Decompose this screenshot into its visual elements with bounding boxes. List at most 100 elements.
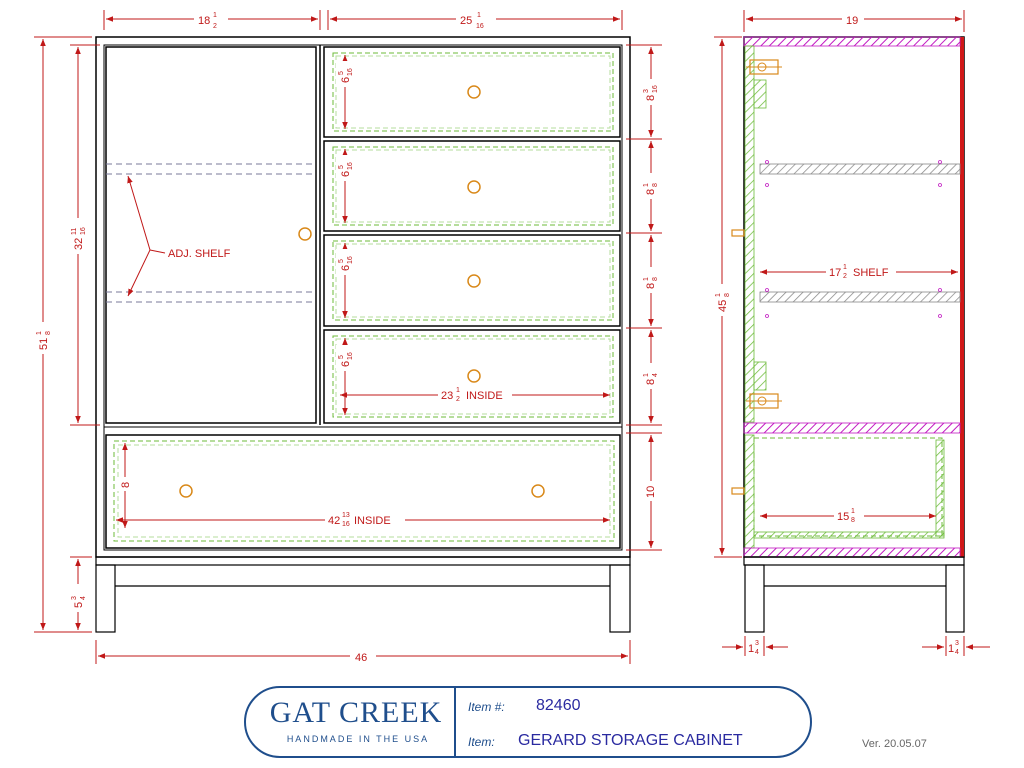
dim-bottom-inside: 8 [120,482,132,488]
dim-side-drawer-den: 8 [851,517,855,524]
dim-large-inside: 42 [328,515,340,527]
dim-small-inside-label: INSIDE [466,390,503,402]
dim-door-height-num: 11 [71,228,78,235]
dim-overall-height-den: 8 [45,331,52,335]
dim-right-width: 25 [460,15,472,27]
dim-small-inside-num: 1 [456,387,460,394]
hinge-block-top [753,79,767,109]
drawer-1 [323,46,621,138]
dim-leg-right-num: 3 [955,640,959,647]
brand-logo: GAT CREEK [269,696,443,729]
hinge-block-bottom [753,361,767,391]
door-knob [298,227,312,241]
front-view: ADJ. SHELF [34,8,662,664]
dim-leg-left-num: 3 [755,640,759,647]
dim-drawer-3-height: 8 [645,283,657,289]
adj-shelf-leader-tail [149,249,166,254]
side-back-panel [960,37,964,557]
dim-left-width-den: 2 [213,23,217,30]
side-leg-left [744,564,765,633]
title-block-divider [454,688,456,756]
drawer-bottom [105,434,621,549]
side-drawer-front [744,434,755,549]
drawer-4-knob [467,369,481,383]
side-drawer-bottom [753,531,945,539]
dim-inside-2-den: 16 [347,162,354,170]
item-name-value: GERARD STORAGE CABINET [518,732,743,749]
front-leg-right [609,564,631,633]
dim-leg-right-den: 4 [955,649,959,656]
dim-shelf-depth-den: 2 [843,273,847,280]
adj-shelf-leader [127,175,151,297]
front-carcass-inner [103,44,623,551]
dim-leg-height-num: 3 [71,596,78,600]
dim-large-inside-label: INSIDE [354,515,391,527]
drawer-bottom-knob-right [531,484,545,498]
dim-drawer-4-den: 4 [652,373,659,377]
dim-inside-3-num: 5 [338,259,345,263]
dim-drawer-bottom-height: 10 [645,486,657,498]
dim-door-height: 32 [73,238,85,250]
dim-drawer-2-den: 8 [652,183,659,187]
side-face-frame [744,45,755,423]
shelf-pin-holes [765,160,942,318]
dim-large-inside-den: 16 [342,521,350,528]
dim-drawer-2-height: 8 [645,189,657,195]
drawer-2 [323,140,621,232]
drawer-3-knob [467,274,481,288]
dim-door-height-den: 16 [80,227,87,235]
door-panel [105,46,317,424]
dim-overall-width: 46 [355,652,367,664]
dim-inside-1: 6 [340,77,352,83]
dim-side-depth: 19 [846,15,858,27]
side-knob-drawer [731,487,745,495]
drawer-3 [323,234,621,327]
dim-side-drawer-num: 1 [851,508,855,515]
dim-shelf-depth: 17 [829,267,841,279]
dim-shelf-depth-num: 1 [843,264,847,271]
drawer-bottom-knob-left [179,484,193,498]
dim-drawer-1-num: 3 [643,89,650,93]
dim-large-inside-num: 13 [342,512,350,519]
dim-small-inside-den: 2 [456,396,460,403]
dim-left-width: 18 [198,15,210,27]
version-label: Ver. 20.05.07 [862,738,927,750]
dim-inside-4-den: 16 [347,352,354,360]
front-leg-left [95,564,116,633]
dim-inside-3: 6 [340,265,352,271]
dim-side-height-num: 1 [715,293,722,297]
dim-inside-4-num: 5 [338,355,345,359]
dim-shelf-label: SHELF [853,267,889,279]
front-carcass [95,36,631,558]
drawer-1-knob [467,85,481,99]
hinge-top-icon [746,59,782,75]
dim-overall-height: 51 [38,338,50,350]
side-shelf-upper [759,163,961,175]
dim-drawer-2-num: 1 [643,183,650,187]
drawer-2-knob [467,180,481,194]
hinge-bottom-icon [746,393,782,409]
dim-inside-3-den: 16 [347,256,354,264]
dim-side-height: 45 [717,300,729,312]
dim-leg-height-den: 4 [80,596,87,600]
side-leg-right [945,564,965,633]
side-knob-door [731,229,745,237]
item-number-value: 82460 [536,697,581,714]
side-view: 19 45 1 8 17 1 2 SHELF 15 1 8 1 3 4 [713,10,990,656]
side-top [743,36,961,47]
dim-inside-2: 6 [340,171,352,177]
adj-shelf-label: ADJ. SHELF [168,248,231,260]
dim-small-inside: 23 [441,390,453,402]
dim-side-height-den: 8 [724,293,731,297]
brand-tagline: HANDMADE IN THE USA [286,734,430,744]
dim-right-width-den: 16 [476,23,484,30]
dim-drawer-1-den: 16 [652,85,659,93]
dim-leg-left: 1 [748,643,754,655]
side-mid-rail [743,422,961,434]
item-name-label: Item: [468,735,495,749]
dim-overall-height-num: 1 [36,331,43,335]
side-drawer-back [935,439,945,537]
dim-drawer-3-den: 8 [652,277,659,281]
item-number-label: Item #: [468,700,505,714]
